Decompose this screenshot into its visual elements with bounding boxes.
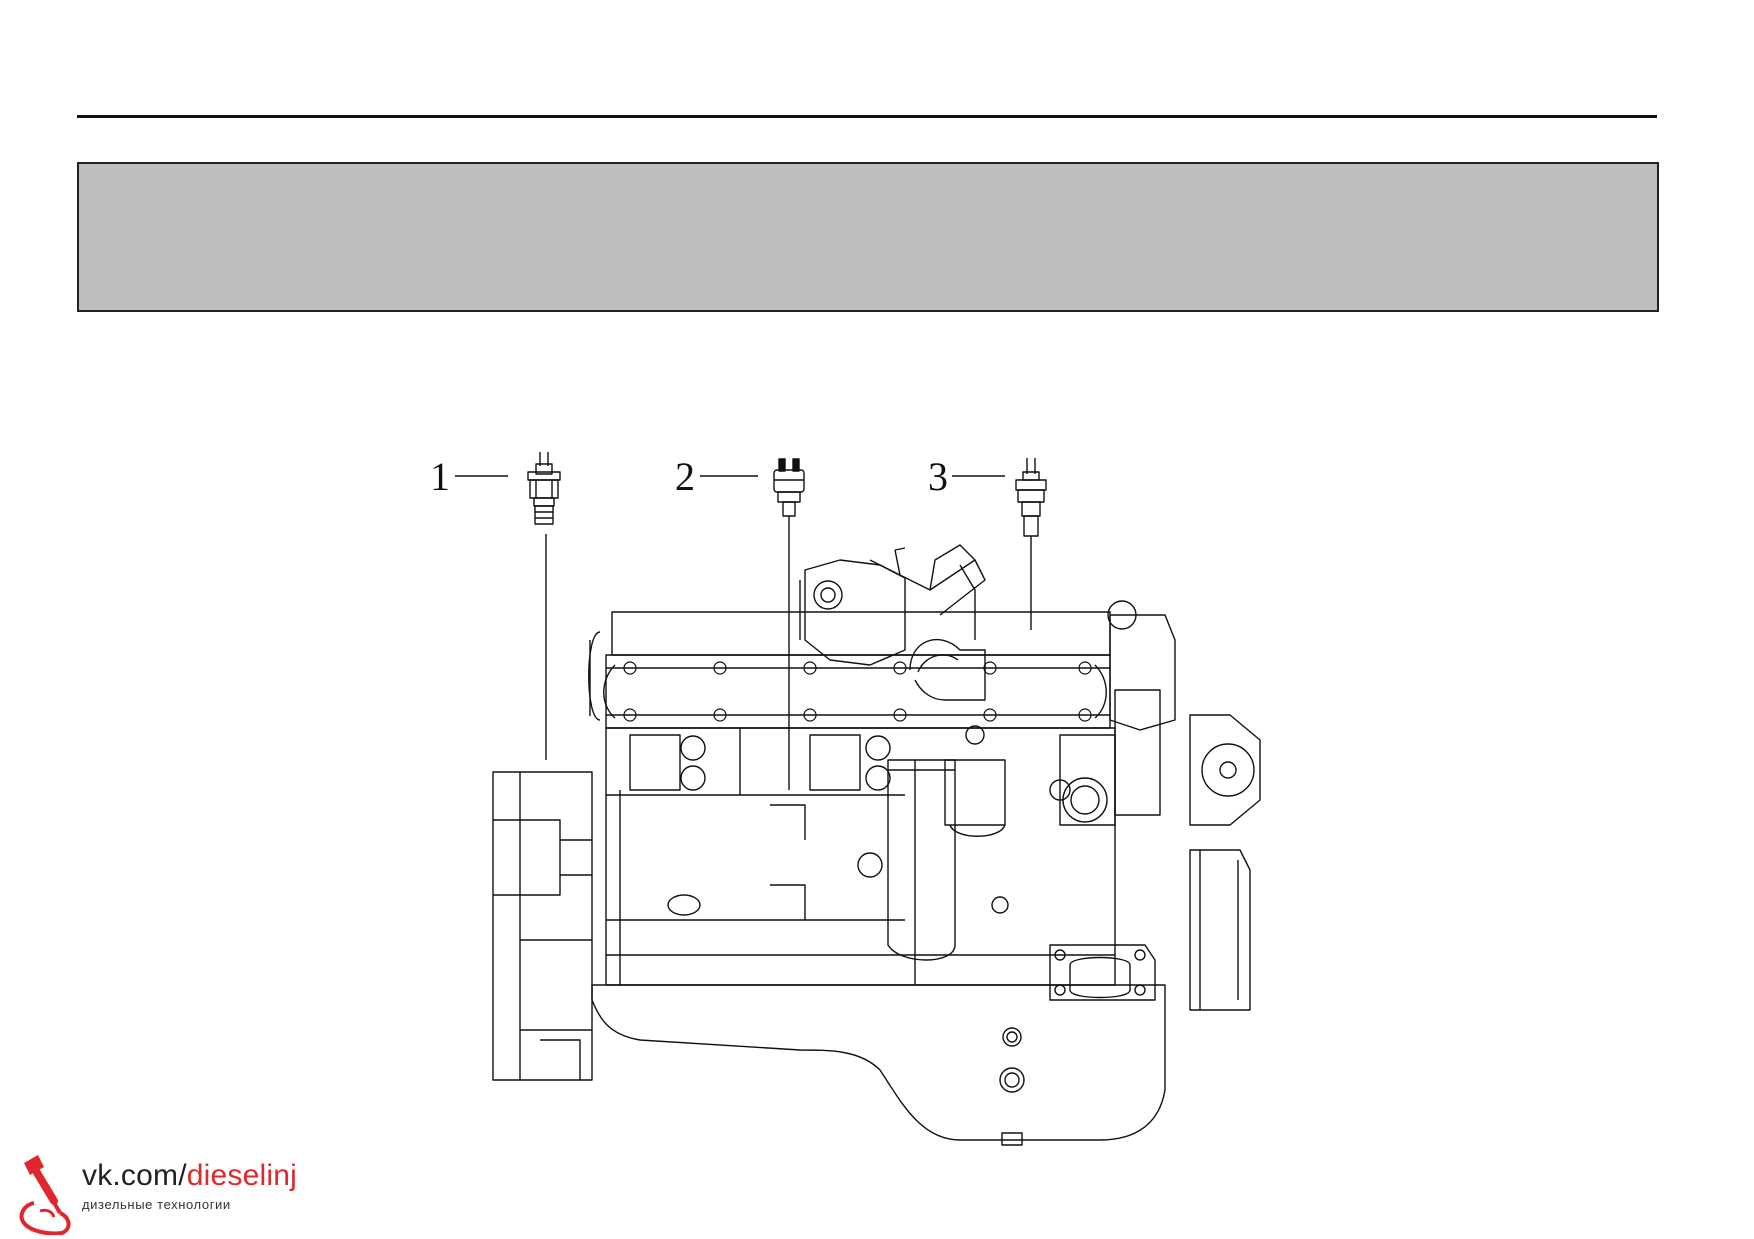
header-band bbox=[77, 162, 1659, 312]
callout-3: 3 bbox=[928, 454, 1047, 630]
callout-1: 1 bbox=[430, 452, 561, 760]
injector-logo-icon bbox=[19, 1155, 71, 1235]
callout-2: 2 bbox=[675, 454, 805, 790]
callout-number-3: 3 bbox=[928, 454, 948, 499]
top-rule bbox=[77, 115, 1657, 118]
callout-number-2: 2 bbox=[675, 454, 695, 499]
sensor-1-icon bbox=[527, 452, 561, 525]
engine-block bbox=[492, 544, 1261, 1146]
pressure-switch-icon bbox=[773, 458, 805, 517]
watermark-subtitle: дизельные технологии bbox=[82, 1197, 231, 1212]
callout-number-1: 1 bbox=[430, 454, 450, 499]
watermark: vk.com/dieselinj дизельные технологии bbox=[14, 1155, 334, 1235]
temperature-sensor-icon bbox=[1015, 458, 1047, 537]
watermark-url[interactable]: vk.com/dieselinj bbox=[82, 1159, 297, 1192]
